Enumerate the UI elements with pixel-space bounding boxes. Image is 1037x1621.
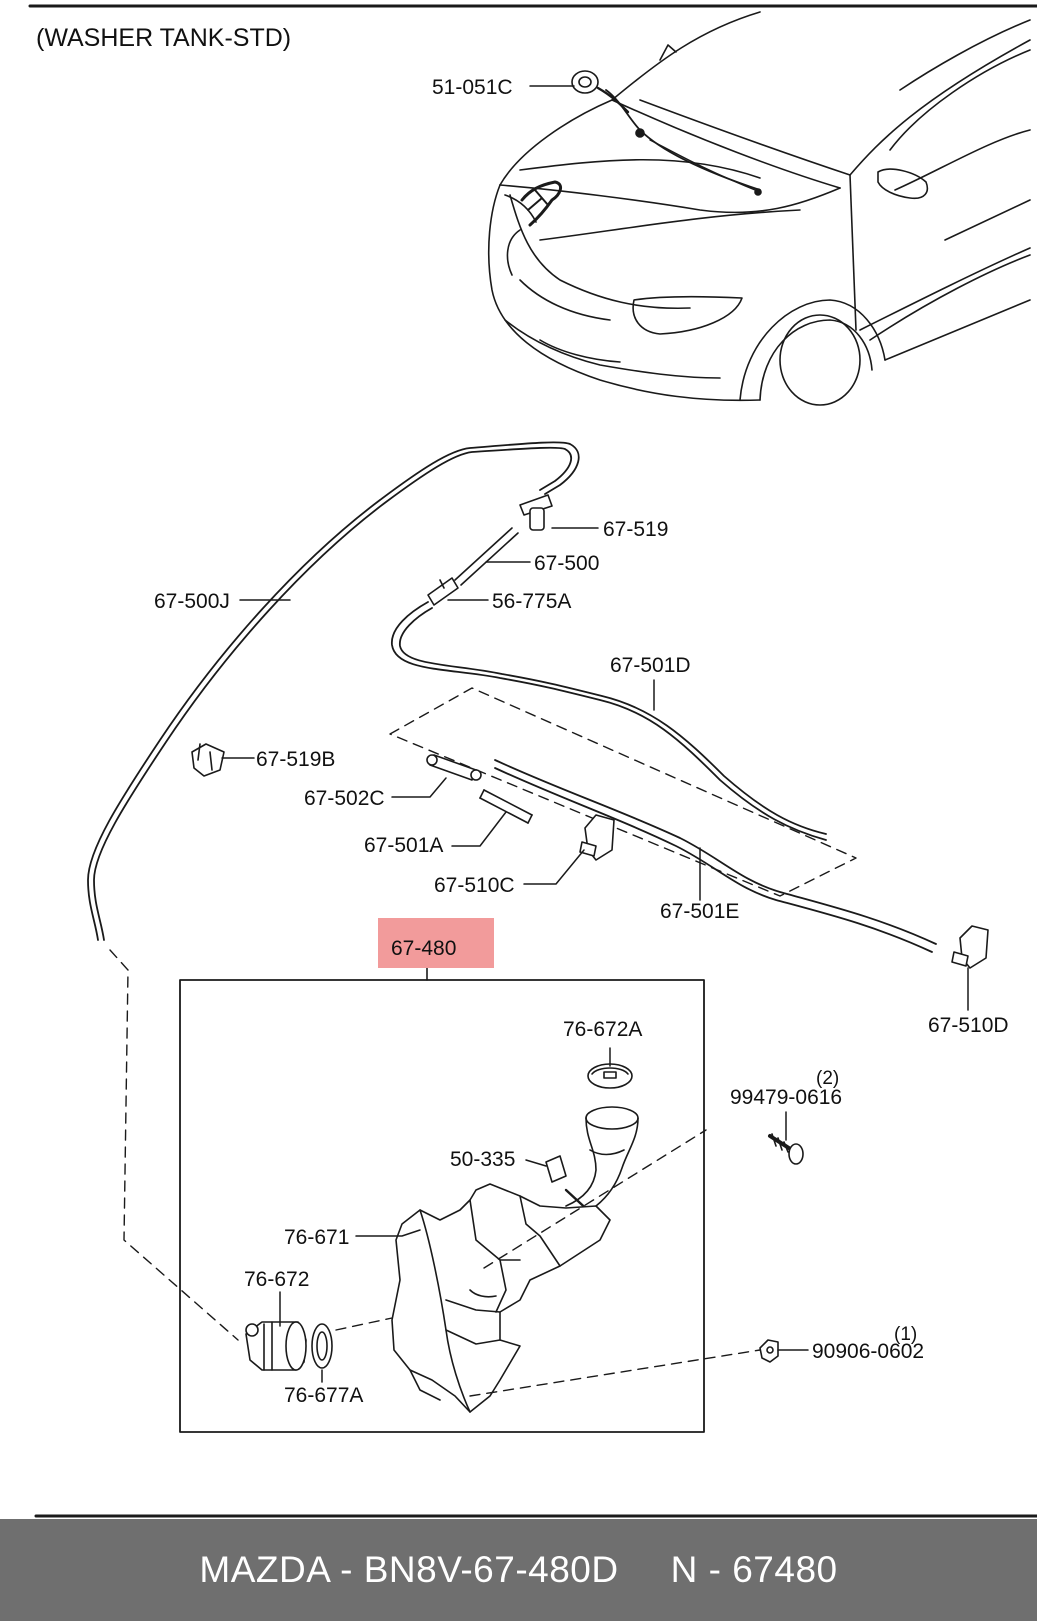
bolt-99479-0616	[768, 1133, 804, 1165]
part-label-56-775a[interactable]: 56-775A	[492, 590, 571, 613]
qty-label-90906-0602: (1)	[894, 1324, 917, 1345]
part-label-76-671[interactable]: 76-671	[284, 1226, 349, 1249]
part-label-76-677a[interactable]: 76-677A	[284, 1384, 363, 1407]
part-label-67-501e[interactable]: 67-501E	[660, 900, 739, 923]
part-label-67-519[interactable]: 67-519	[603, 518, 668, 541]
part-label-67-501a[interactable]: 67-501A	[364, 834, 443, 857]
leader-lines	[221, 85, 969, 1383]
part-label-76-672[interactable]: 76-672	[244, 1268, 309, 1291]
diagram-title: (WASHER TANK-STD)	[36, 24, 291, 52]
washer-tank-illustration	[245, 1063, 761, 1413]
part-info-footer: MAZDA - BN8V-67-480D N - 67480	[0, 1519, 1037, 1621]
part-label-50-335[interactable]: 50-335	[450, 1148, 515, 1171]
part-label-67-480[interactable]: 67-480	[391, 937, 456, 960]
part-label-67-501d[interactable]: 67-501D	[610, 654, 691, 677]
part-label-90906-0602[interactable]: 90906-0602	[812, 1340, 924, 1363]
part-label-67-500j[interactable]: 67-500J	[154, 590, 230, 613]
footer-ref-number: N - 67480	[670, 1549, 838, 1590]
car-illustration	[487, 11, 1031, 406]
part-label-99479-0616[interactable]: 99479-0616	[730, 1086, 842, 1109]
footer-brand-part-number: MAZDA - BN8V-67-480D	[199, 1549, 619, 1590]
part-label-67-519b[interactable]: 67-519B	[256, 748, 335, 771]
part-label-51-051c[interactable]: 51-051C	[432, 76, 513, 99]
part-label-76-672a[interactable]: 76-672A	[563, 1018, 642, 1041]
part-label-67-510c[interactable]: 67-510C	[434, 874, 515, 897]
nut-90906-0602	[759, 1339, 779, 1363]
part-highlight	[378, 918, 494, 968]
washer-tank-diagram: (WASHER TANK-STD)	[28, 4, 1037, 1518]
part-label-67-500[interactable]: 67-500	[534, 552, 599, 575]
washer-hoses	[87, 441, 989, 1341]
part-label-67-502c[interactable]: 67-502C	[304, 787, 385, 810]
part-label-67-510d[interactable]: 67-510D	[928, 1014, 1009, 1037]
qty-label-99479-0616: (2)	[816, 1068, 839, 1089]
washer-tank-assembly-box	[179, 979, 705, 1433]
